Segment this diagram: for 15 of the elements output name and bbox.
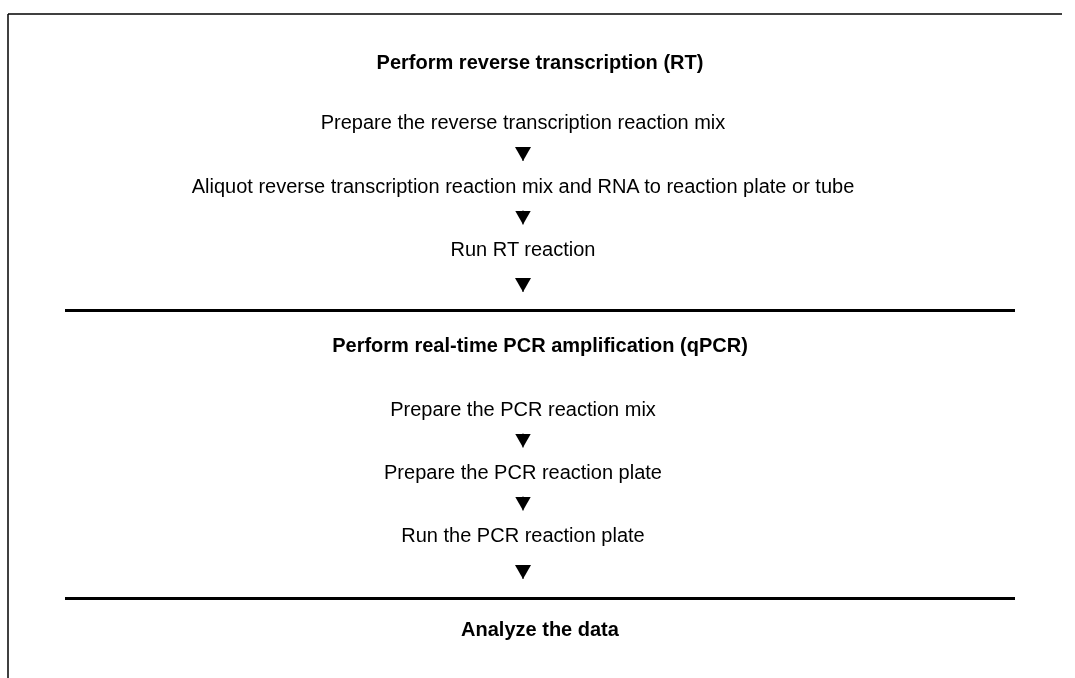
section-heading: Perform reverse transcription (RT)	[376, 50, 704, 74]
arrow	[515, 277, 531, 293]
step-text: Run the PCR reaction plate	[401, 523, 645, 547]
step-text: Aliquot reverse transcription reaction mix and RNA to reaction plate or tube	[191, 174, 855, 198]
section-heading: Perform real-time PCR amplification (qPCR)	[332, 333, 748, 357]
step-text: Run RT reaction	[450, 237, 596, 261]
arrow	[515, 146, 531, 162]
arrow	[515, 210, 531, 225]
step-text: Prepare the reverse transcription reaction mix	[320, 110, 726, 134]
arrow	[515, 564, 531, 580]
arrow	[515, 496, 531, 511]
step-text: Prepare the PCR reaction plate	[384, 460, 662, 484]
section-heading: Analyze the data	[461, 617, 619, 641]
arrow	[515, 433, 531, 448]
step-text: Prepare the PCR reaction mix	[390, 397, 656, 421]
